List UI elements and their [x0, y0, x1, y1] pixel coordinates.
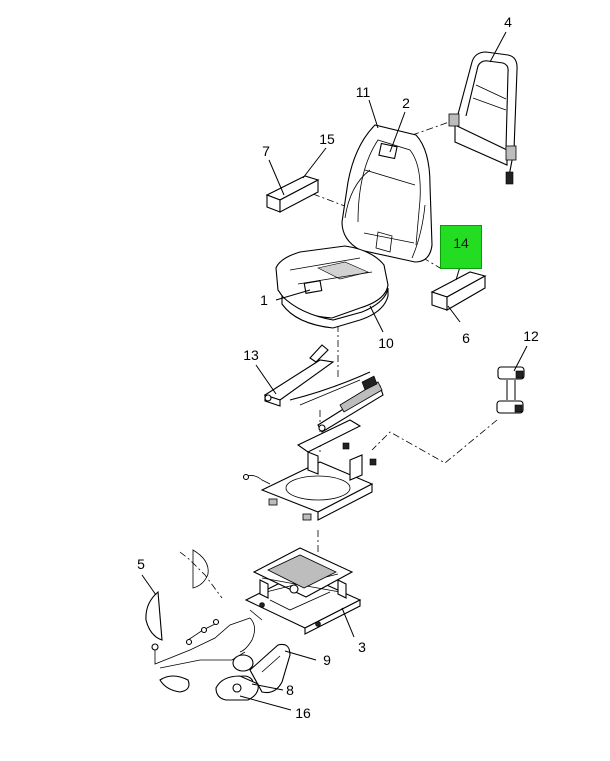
part-7-left-armrest [265, 175, 320, 213]
callout-12: 12 [523, 328, 539, 344]
part-6-right-armrest [430, 271, 487, 311]
callout-7: 7 [262, 143, 270, 159]
part-5-side-shield [145, 549, 209, 641]
part-10-seat-cushion [275, 245, 389, 329]
part-3-suspension [244, 547, 362, 635]
callout-4: 4 [504, 14, 512, 30]
part-13-slide-rails [263, 344, 384, 433]
leader-lines [141, 31, 528, 711]
part-9-side-cover [249, 643, 291, 694]
part-12-shock-absorber [496, 366, 525, 414]
callout-2: 2 [402, 95, 410, 111]
callout-9: 9 [323, 652, 331, 668]
callout-8: 8 [286, 682, 294, 698]
callout-6: 6 [462, 330, 470, 346]
callout-16: 16 [295, 705, 311, 721]
callout-1: 1 [260, 292, 268, 308]
callout-15: 15 [319, 131, 335, 147]
control-cable-assembly [151, 617, 255, 693]
callout-5: 5 [137, 556, 145, 572]
highlight-box-part-14[interactable]: 14 [440, 225, 482, 269]
callout-11: 11 [355, 84, 371, 100]
assembly-dashed-lines [179, 119, 498, 599]
callout-10: 10 [378, 335, 394, 351]
seat-base-plate [242, 419, 377, 521]
part-11-seat-back [341, 124, 433, 263]
highlight-label: 14 [453, 234, 469, 251]
part-4-back-frame [448, 51, 518, 185]
callout-3: 3 [358, 639, 366, 655]
callout-13: 13 [243, 347, 259, 363]
part-16-lever [215, 675, 259, 701]
